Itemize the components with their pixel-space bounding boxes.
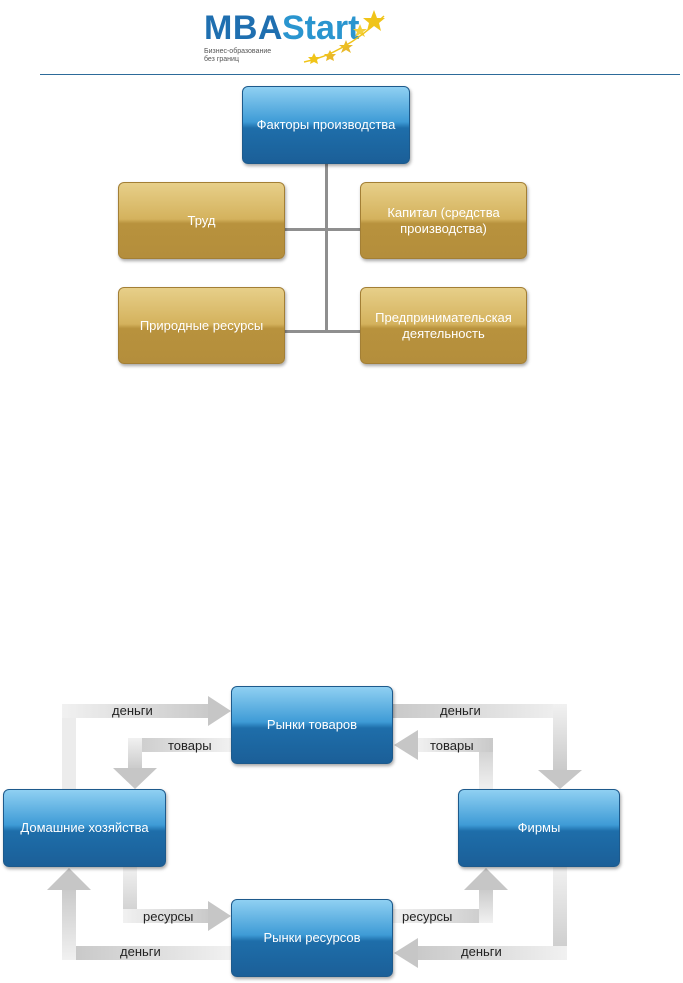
factor-entrepreneurship-label: Предпринимательская деятельность: [375, 309, 512, 341]
factor-natural-resources-label: Природные ресурсы: [139, 317, 264, 333]
logo-tagline-line-2: без границ: [204, 56, 239, 63]
arrow-money-firms-to-market: [394, 867, 567, 968]
mba-start-logo: MBA Start Бизнес-образование без границ: [204, 6, 394, 68]
label-money-top-left: деньги: [112, 703, 153, 718]
connector-bottom-branch: [285, 330, 360, 333]
goods-market-box: Рынки товаров: [231, 686, 393, 764]
factor-entrepreneurship-box: Предпринимательская деятельность: [360, 287, 527, 364]
factor-labor-label: Труд: [187, 212, 216, 228]
circular-flow-arrows: [47, 696, 582, 968]
factor-capital-label: Капитал (средства производства): [387, 204, 500, 236]
label-money-bottom-right: деньги: [461, 944, 502, 959]
factors-root-box: Факторы производства: [242, 86, 410, 164]
resource-market-label: Рынки ресурсов: [263, 930, 361, 945]
label-resources-bottom-left: ресурсы: [143, 909, 194, 924]
arrow-resources-households-to-market: [123, 867, 231, 931]
label-resources-bottom-right: ресурсы: [402, 909, 453, 924]
households-label: Домашние хозяйства: [20, 820, 149, 835]
stars-icon: [303, 10, 385, 64]
connector-trunk: [325, 164, 328, 332]
logo-text-start: Start: [282, 9, 360, 47]
arrow-goods-to-households: [113, 738, 231, 789]
resource-market-box: Рынки ресурсов: [231, 899, 393, 977]
factor-labor-box: Труд: [118, 182, 285, 259]
firms-label: Фирмы: [517, 820, 561, 835]
goods-market-label: Рынки товаров: [266, 717, 358, 732]
logo-tagline: Бизнес-образование без границ: [204, 48, 284, 64]
arrow-resources-market-to-firms: [393, 868, 508, 923]
label-money-top-right: деньги: [440, 703, 481, 718]
label-goods-top-right: товары: [430, 738, 474, 753]
arrow-money-households-to-goods: [62, 696, 231, 790]
factors-root-label: Факторы производства: [256, 117, 396, 132]
factor-natural-resources-box: Природные ресурсы: [118, 287, 285, 364]
connector-top-branch: [285, 228, 360, 231]
arrow-goods-firms-to-market: [394, 730, 493, 790]
households-box: Домашние хозяйства: [3, 789, 166, 867]
label-goods-top-left: товары: [168, 738, 212, 753]
factor-capital-box: Капитал (средства производства): [360, 182, 527, 259]
label-money-bottom-left: деньги: [120, 944, 161, 959]
firms-box: Фирмы: [458, 789, 620, 867]
arrow-money-market-to-households: [47, 868, 231, 960]
arrow-money-goods-to-firms: [393, 704, 582, 789]
header-divider: [40, 74, 680, 75]
logo-text-mba: MBA: [204, 9, 283, 47]
logo-tagline-line-1: Бизнес-образование: [204, 48, 272, 55]
